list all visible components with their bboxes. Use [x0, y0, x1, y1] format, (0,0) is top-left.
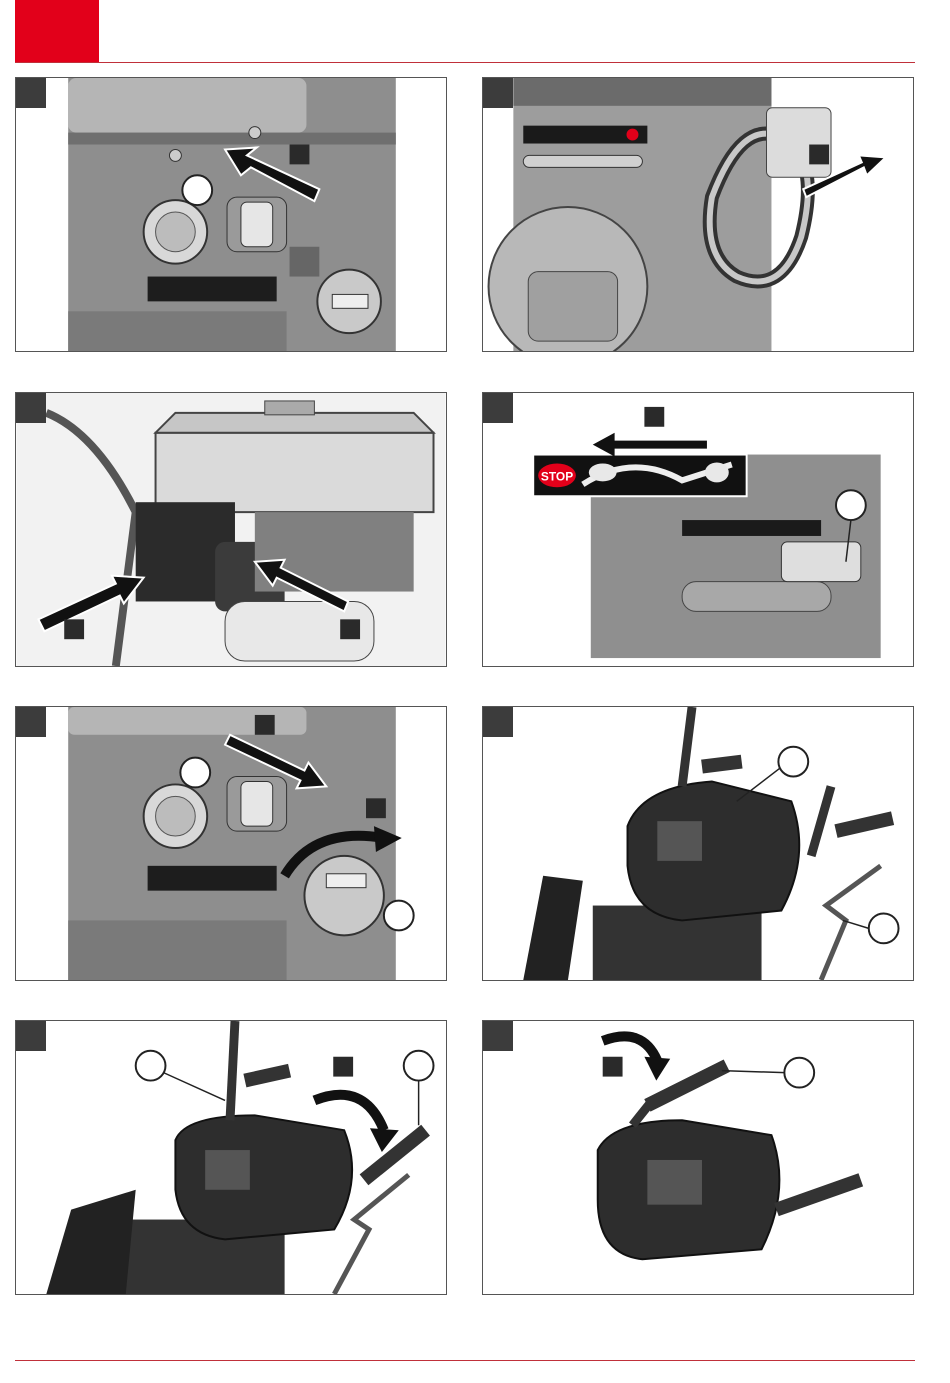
- figure-panel-2: [482, 77, 914, 352]
- figure-number-tab: [483, 1021, 513, 1051]
- handle-fold-illustration: [16, 1021, 446, 1294]
- figure-number-tab: [483, 707, 513, 737]
- section-tab: [15, 0, 99, 62]
- control-panel-illustration: [483, 707, 913, 980]
- figure-number-tab: [483, 393, 513, 423]
- throttle-stop-label: STOP: [541, 469, 573, 483]
- figure-panel-3: [15, 392, 447, 667]
- recoil-starter-illustration: [483, 78, 913, 351]
- electric-starter-illustration: [16, 393, 446, 666]
- figure-number-tab: [16, 393, 46, 423]
- header-rule: [15, 62, 915, 63]
- figure-panel-6: [482, 706, 914, 981]
- handle-rotate-illustration: [483, 1021, 913, 1294]
- figure-panel-4: STOP: [482, 392, 914, 667]
- figure-number-tab: [16, 78, 46, 108]
- figure-panel-1: [15, 77, 447, 352]
- figure-panel-8: [482, 1020, 914, 1295]
- figure-number-tab: [16, 707, 46, 737]
- throttle-lever-illustration: STOP: [483, 393, 913, 666]
- figure-panel-7: [15, 1020, 447, 1295]
- choke-fuel-valve-illustration: [16, 707, 446, 980]
- figure-number-tab: [16, 1021, 46, 1051]
- figure-panel-5: [15, 706, 447, 981]
- engine-illustration: [16, 78, 446, 351]
- figure-number-tab: [483, 78, 513, 108]
- footer-rule: [15, 1360, 915, 1361]
